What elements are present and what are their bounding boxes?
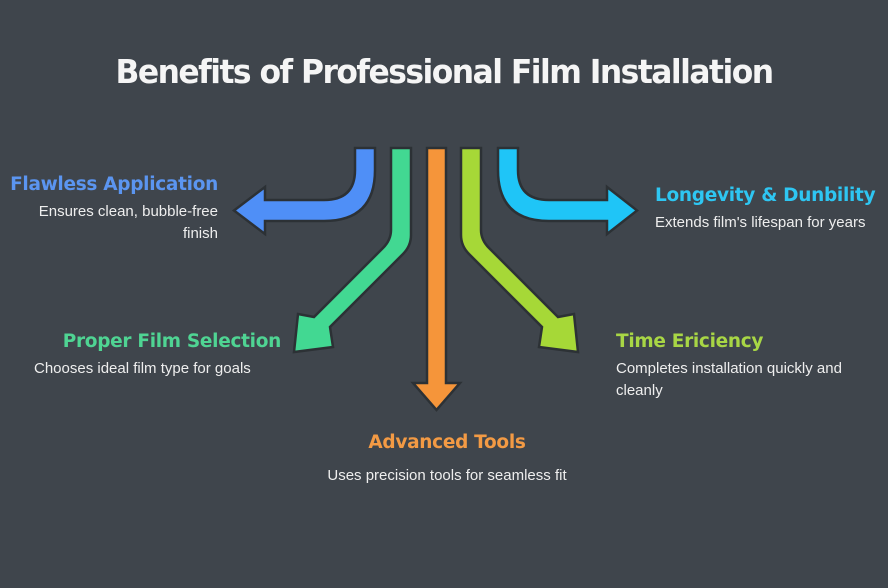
benefit-description: Extends film's lifespan for years <box>655 214 866 231</box>
benefit-description: Completes installation quickly and clean… <box>616 360 842 399</box>
arrow-left-icon <box>231 146 377 237</box>
benefit-description: Uses precision tools for seamless fit <box>327 467 567 484</box>
arrow-down-icon <box>410 146 463 412</box>
benefit-title: Time Ericiency <box>616 331 764 352</box>
arrow-down-left-icon <box>292 146 413 354</box>
benefit-flawless-application: Flawless Application Ensures clean, bubb… <box>10 174 218 245</box>
benefit-advanced-tools: Advanced Tools Uses precision tools for … <box>298 432 596 487</box>
benefit-longevity: Longevity & Dunbility Extends film's lif… <box>655 185 876 234</box>
benefit-title: Proper Film Selection <box>62 331 282 352</box>
arrow-right-icon <box>496 146 640 237</box>
benefit-title: Flawless Application <box>10 174 218 195</box>
arrow-down-right-icon <box>459 146 580 354</box>
benefit-time-efficiency: Time Ericiency Completes installation qu… <box>616 331 866 402</box>
benefit-description: Chooses ideal film type for goals <box>34 360 251 377</box>
benefit-proper-film-selection: Proper Film Selection Chooses ideal film… <box>20 331 281 380</box>
benefit-title: Advanced Tools <box>368 432 526 453</box>
benefit-description: Ensures clean, bubble-free finish <box>38 203 218 242</box>
benefit-title: Longevity & Dunbility <box>655 185 876 206</box>
diagram-title: Benefits of Professional Film Installati… <box>115 52 774 91</box>
